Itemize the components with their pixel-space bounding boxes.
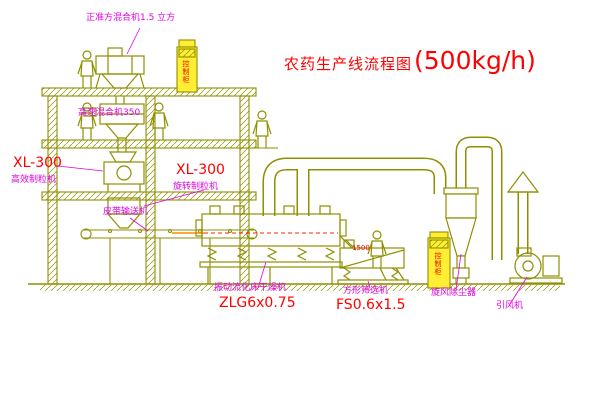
label-granulator-left: 高效制粒机 — [11, 175, 57, 185]
label-cabinet-right: 控制柜 — [434, 252, 442, 276]
label-granulator-left-model: XL-300 — [13, 155, 62, 171]
control-cabinet-right — [427, 231, 451, 289]
label-top-mixer: 正准方混合机1.5 立方 — [86, 13, 176, 23]
high-speed-mixer — [83, 103, 145, 152]
square-cone-mixer — [95, 47, 145, 104]
label-dryer-model: ZLG6x0.75 — [219, 295, 296, 311]
granulator — [103, 151, 145, 192]
label-granulator-mid: 旋转制粒机 — [173, 182, 219, 192]
label-sieve-dimension: 1500 — [352, 244, 370, 252]
label-leader-lines — [57, 27, 528, 305]
induced-draft-fan — [509, 247, 563, 284]
title-text: 农药生产线流程图 — [284, 55, 413, 73]
label-cyclone: 旋风除尘器 — [431, 288, 477, 298]
fluid-bed-dryer — [195, 205, 357, 284]
title-capacity: (500kg/h) — [414, 46, 536, 75]
exhaust-duct-runs — [262, 136, 529, 260]
label-granulator-mid-model: XL-300 — [176, 162, 225, 178]
label-sieve: 方形筛选机 — [343, 286, 389, 296]
label-cabinet-top: 控制柜 — [182, 60, 190, 84]
stack-rain-cap — [506, 171, 540, 193]
control-cabinet-top — [176, 39, 198, 93]
belt-conveyor — [80, 228, 258, 284]
ground-line — [28, 283, 565, 291]
diagram-title: 农药生产线流程图 (500kg/h) — [284, 46, 536, 75]
building-structure — [41, 87, 278, 285]
label-fan: 引风机 — [496, 301, 524, 311]
label-belt-conveyor: 皮带输送机 — [103, 207, 149, 217]
label-dryer: 振动流化床干燥机 — [214, 283, 287, 293]
label-high-speed-mixer: 高速混合机350 — [78, 108, 141, 118]
sieving-machine — [337, 239, 409, 285]
label-sieve-model: FS0.6x1.5 — [336, 297, 406, 313]
discharge-bin — [106, 197, 142, 229]
cyclone-dust-collector — [443, 187, 479, 284]
